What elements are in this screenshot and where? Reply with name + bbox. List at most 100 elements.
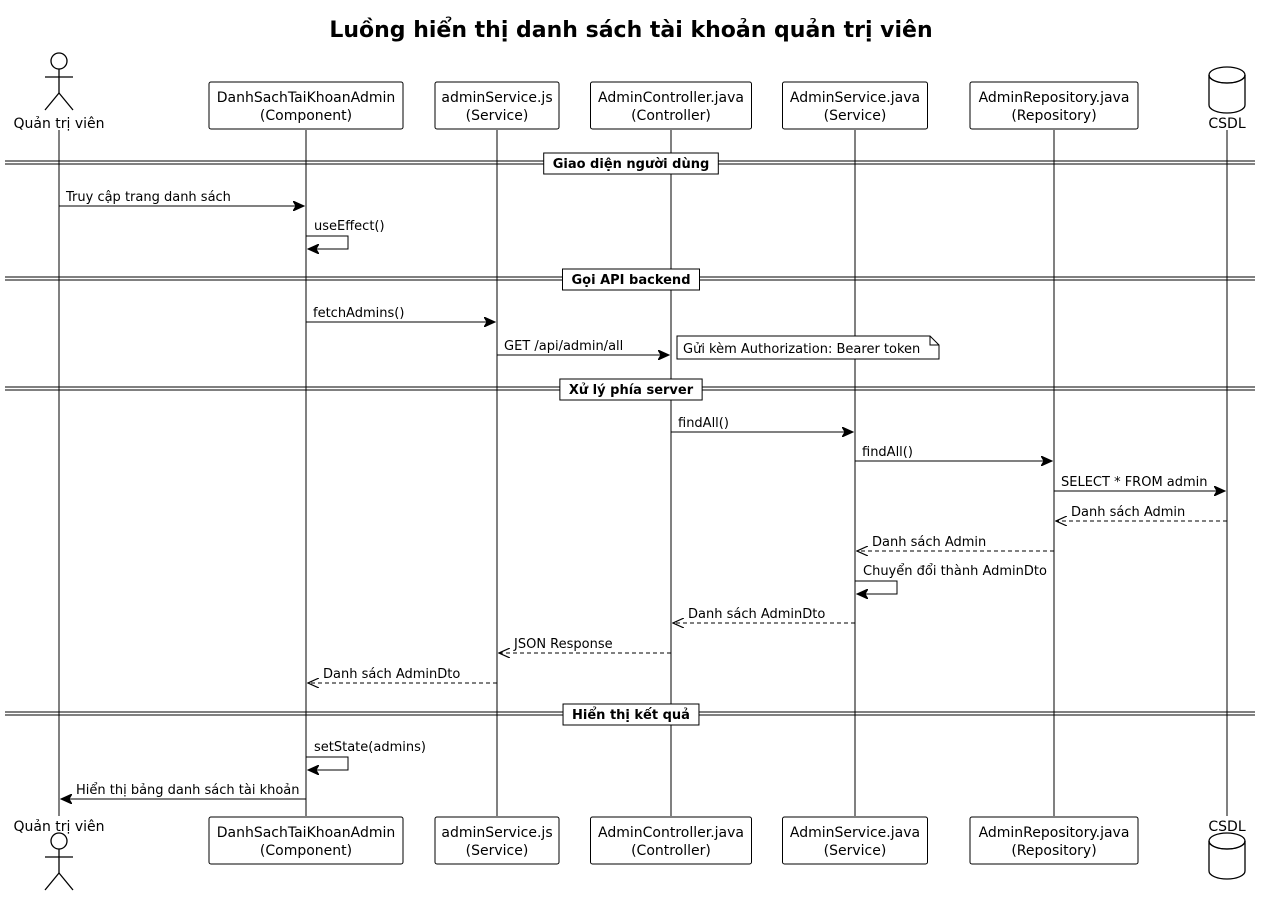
message-label: Danh sách Admin — [872, 535, 986, 550]
database-body — [1208, 841, 1246, 880]
participant-name: CSDL — [1208, 819, 1245, 835]
database-rim — [1208, 840, 1246, 850]
database-body — [1208, 75, 1246, 114]
actor-head — [50, 832, 68, 850]
participant-box — [969, 81, 1139, 130]
participant-stereotype: (Controller) — [631, 843, 711, 859]
participant-svcjs-bottom: adminService.js (Service) — [434, 816, 560, 865]
participant-ctrl-top: AdminController.java (Controller) — [590, 81, 752, 130]
message-14: setState(admins) — [306, 740, 426, 770]
message-9: Danh sách Admin — [857, 535, 1054, 551]
message-3: fetchAdmins() — [306, 306, 495, 322]
message-7: SELECT * FROM admin — [1054, 475, 1225, 491]
note-box — [676, 335, 940, 360]
message-5: findAll() — [671, 416, 853, 432]
participant-name: CSDL — [1208, 116, 1245, 132]
participant-repo-bottom: AdminRepository.java (Repository) — [969, 816, 1139, 865]
message-label: useEffect() — [314, 219, 385, 234]
message-11: Danh sách AdminDto — [673, 607, 855, 623]
actor-leg — [58, 92, 74, 111]
message-label: setState(admins) — [314, 740, 426, 755]
participant-box — [208, 81, 404, 130]
message-label: Truy cập trang danh sách — [65, 190, 231, 205]
note-1: Gửi kèm Authorization: Bearer token — [676, 335, 940, 360]
message-label: fetchAdmins() — [313, 306, 404, 321]
message-12: JSON Response — [499, 637, 671, 653]
participant-box — [434, 81, 560, 130]
message-label: SELECT * FROM admin — [1061, 475, 1208, 490]
divider-2: Gọi API backend — [5, 268, 1255, 291]
note-label: Gửi kèm Authorization: Bearer token — [683, 342, 920, 357]
participant-svc-bottom: AdminService.java(Service) — [782, 816, 928, 865]
participant-stereotype: (Component) — [260, 108, 352, 124]
messages: Truy cập trang danh sách useEffect() fetch… — [59, 190, 1227, 799]
message-15: Hiển thị bảng danh sách tài khoản — [61, 783, 306, 799]
message-label: JSON Response — [513, 637, 613, 652]
actor-leg — [58, 872, 74, 891]
message-label: GET /api/admin/all — [504, 339, 623, 354]
divider-box — [543, 152, 719, 175]
actor-leg — [44, 872, 60, 891]
participant-box — [208, 816, 404, 865]
message-label: findAll() — [678, 416, 729, 431]
participant-name: DanhSachTaiKhoanAdmin — [217, 825, 396, 841]
divider-label: Giao diện người dùng — [553, 157, 710, 172]
participant-user-bottom: Quản trị viên — [13, 819, 105, 891]
participant-name: AdminController.java — [598, 90, 744, 106]
message-label: Danh sách AdminDto — [323, 667, 460, 682]
message-8: Danh sách Admin — [1056, 505, 1227, 521]
participant-box — [590, 816, 752, 865]
participant-db-bottom: CSDL — [1208, 819, 1246, 880]
participant-heads-top: Quản trị viên DanhSachTaiKhoanAdmin (Compo… — [13, 52, 1246, 132]
participant-name: Quản trị viên — [13, 116, 104, 132]
participant-stereotype: (Repository) — [1011, 108, 1096, 124]
participant-db-top: CSDL — [1208, 66, 1246, 132]
message-13: Danh sách AdminDto — [308, 667, 497, 683]
participant-svcjs-top: adminService.js(Service) — [434, 81, 560, 130]
message-arrow — [306, 235, 349, 249]
divider-3: Xử lý phía server — [5, 378, 1255, 401]
participant-name: adminService.js — [441, 90, 552, 106]
message-2: useEffect() — [306, 219, 385, 249]
participant-stereotype: (Component) — [260, 843, 352, 859]
participant-stereotype: (Controller) — [631, 108, 711, 124]
participant-stereotype: (Service) — [466, 843, 529, 859]
message-1: Truy cập trang danh sách — [59, 190, 304, 206]
participant-heads-bottom: Quản trị viên DanhSachTaiKhoanAdmin (Compo… — [13, 816, 1246, 891]
participant-name: AdminRepository.java — [979, 90, 1130, 106]
participant-name: AdminService.java — [790, 90, 920, 106]
participant-box — [590, 81, 752, 130]
divider-label: Gọi API backend — [572, 273, 691, 288]
participant-name: AdminRepository.java — [979, 825, 1130, 841]
participant-stereotype: (Service) — [824, 108, 887, 124]
message-6: findAll() — [855, 445, 1052, 461]
participant-repo-top: AdminRepository.java (Repository) — [969, 81, 1139, 130]
participant-name: DanhSachTaiKhoanAdmin — [217, 90, 396, 106]
divider-box — [562, 268, 700, 291]
message-arrow — [306, 756, 349, 770]
database-rim — [1208, 74, 1246, 84]
divider-1: Giao diện người dùng — [5, 152, 1255, 175]
message-label: Danh sách AdminDto — [688, 607, 825, 622]
participant-box — [969, 816, 1139, 865]
participant-user-top: Quản trị viên — [13, 52, 105, 132]
notes: Gửi kèm Authorization: Bearer token — [676, 335, 940, 360]
participant-stereotype: (Repository) — [1011, 843, 1096, 859]
participant-name: Quản trị viên — [13, 819, 104, 835]
divider-label: Hiển thị kết quả — [572, 707, 690, 723]
participant-box — [782, 816, 928, 865]
divider-4: Hiển thị kết quả — [5, 703, 1255, 726]
actor-leg — [44, 92, 60, 111]
participant-name: AdminController.java — [598, 825, 744, 841]
participant-name: adminService.js — [441, 825, 552, 841]
diagram-title: Luồng hiển thị danh sách tài khoản quản … — [329, 17, 932, 43]
actor-head — [50, 52, 68, 70]
participant-comp-top: DanhSachTaiKhoanAdmin (Component) — [208, 81, 404, 130]
participant-stereotype: (Service) — [824, 843, 887, 859]
participant-box — [434, 816, 560, 865]
divider-box — [562, 703, 700, 726]
divider-label: Xử lý phía server — [569, 383, 694, 398]
divider-box — [559, 378, 703, 401]
